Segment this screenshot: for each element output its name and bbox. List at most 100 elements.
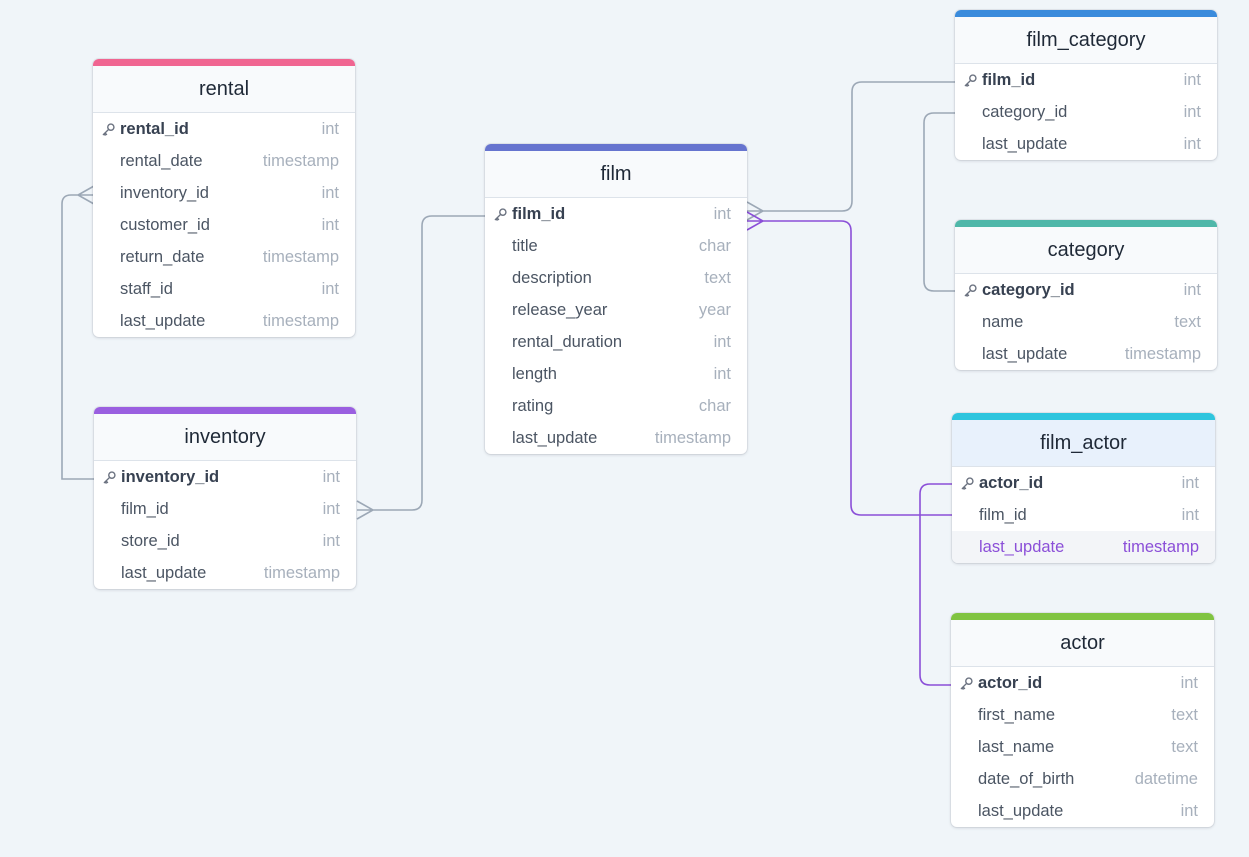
field-name: name: [982, 312, 1024, 331]
key-icon: [960, 476, 975, 491]
field-type: timestamp: [263, 563, 340, 582]
field-type: int: [1183, 70, 1201, 89]
field-type: char: [698, 396, 731, 415]
field-type: timestamp: [262, 151, 339, 170]
table-title[interactable]: inventory: [94, 414, 356, 461]
table-title[interactable]: rental: [93, 66, 355, 113]
table-color-bar: [485, 144, 747, 151]
table-title[interactable]: film_category: [955, 17, 1217, 64]
field-name: last_update: [121, 563, 207, 582]
key-icon: [959, 676, 974, 691]
table-row[interactable]: last_update int: [951, 795, 1214, 827]
field-name: rating: [512, 396, 554, 415]
table-row[interactable]: film_id int: [955, 64, 1217, 96]
table-title[interactable]: film: [485, 151, 747, 198]
field-type: timestamp: [654, 428, 731, 447]
key-icon: [102, 470, 117, 485]
field-type: year: [698, 300, 731, 319]
field-type: int: [713, 332, 731, 351]
field-name: release_year: [512, 300, 608, 319]
field-type: datetime: [1134, 769, 1198, 788]
field-name: store_id: [121, 531, 180, 550]
field-type: timestamp: [1124, 344, 1201, 363]
relation-film-inventory[interactable]: [356, 215, 485, 520]
field-name: actor_id: [978, 673, 1043, 692]
field-name: description: [512, 268, 592, 287]
field-name: rental_id: [120, 119, 189, 138]
table-row[interactable]: last_update timestamp: [955, 338, 1217, 370]
relation-film-actor-film[interactable]: [746, 211, 952, 516]
relation-film-category-film[interactable]: [746, 81, 955, 221]
field-name: rental_duration: [512, 332, 623, 351]
table-row[interactable]: rental_date timestamp: [93, 145, 355, 177]
key-icon: [963, 283, 978, 298]
relation-category-film-category[interactable]: [923, 112, 955, 292]
table-row[interactable]: rental_duration int: [485, 326, 747, 358]
field-type: char: [698, 236, 731, 255]
field-name: inventory_id: [121, 467, 220, 486]
field-type: int: [322, 499, 340, 518]
relation-actor-film-actor[interactable]: [919, 483, 952, 686]
field-name: last_name: [978, 737, 1055, 756]
field-name: first_name: [978, 705, 1056, 724]
table-title[interactable]: actor: [951, 620, 1214, 667]
field-name: inventory_id: [120, 183, 209, 202]
table-row[interactable]: title char: [485, 230, 747, 262]
field-type: int: [1180, 673, 1198, 692]
field-name: title: [512, 236, 538, 255]
table-color-bar: [951, 613, 1214, 620]
field-type: int: [1180, 801, 1198, 820]
table-title[interactable]: film_actor: [952, 420, 1215, 467]
field-name: staff_id: [120, 279, 173, 298]
field-name: return_date: [120, 247, 205, 266]
table-row[interactable]: date_of_birth datetime: [951, 763, 1214, 795]
field-name: date_of_birth: [978, 769, 1075, 788]
field-name: film_id: [982, 70, 1036, 89]
key-icon: [493, 207, 508, 222]
field-name: last_update: [979, 537, 1065, 556]
field-name: last_update: [982, 344, 1068, 363]
field-name: category_id: [982, 280, 1075, 299]
table-row[interactable]: last_update timestamp: [94, 557, 356, 589]
table-title[interactable]: category: [955, 227, 1217, 274]
relation-inventory-rental[interactable]: [61, 185, 95, 480]
field-name: rental_date: [120, 151, 203, 170]
table-color-bar: [952, 413, 1215, 420]
field-name: last_update: [978, 801, 1064, 820]
field-name: category_id: [982, 102, 1068, 121]
table-row[interactable]: release_year year: [485, 294, 747, 326]
table-row[interactable]: actor_id int: [951, 667, 1214, 699]
table-row[interactable]: rating char: [485, 390, 747, 422]
field-type: int: [713, 364, 731, 383]
table-color-bar: [955, 10, 1217, 17]
